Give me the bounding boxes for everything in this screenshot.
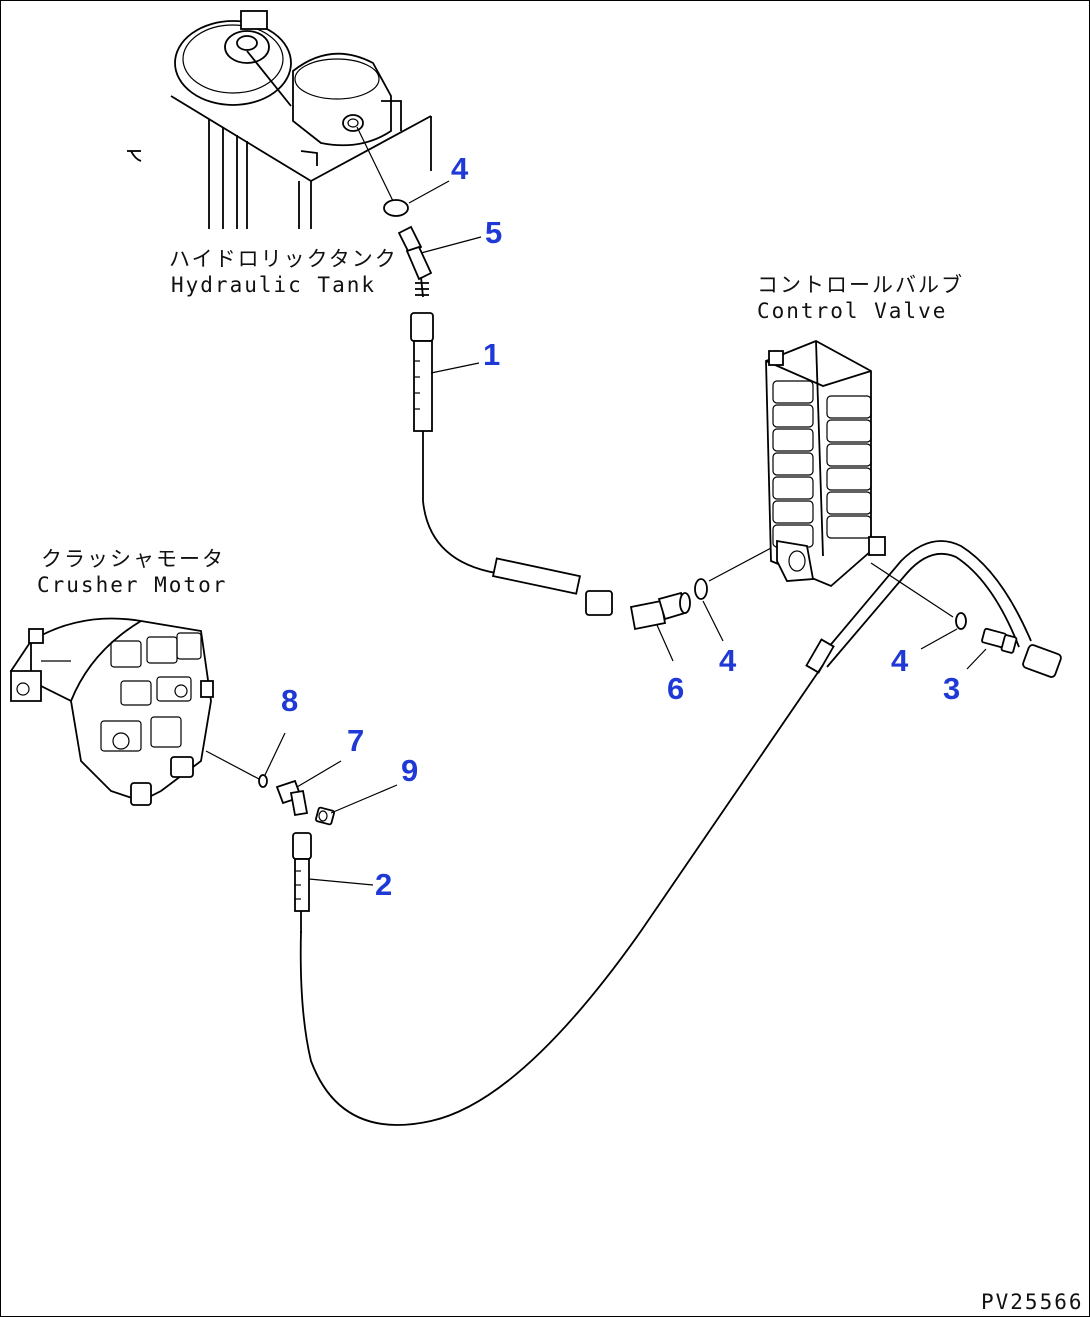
callout-5: 5 [485, 215, 502, 250]
plug-part-9 [315, 806, 335, 826]
drawing-code: PV25566 [981, 1290, 1084, 1314]
o-ring-part-4-top [383, 199, 409, 217]
o-ring-part-4-right [955, 612, 967, 630]
elbow-fitting-part-6 [629, 591, 691, 631]
elbow-fitting-part-5 [397, 225, 433, 298]
crusher-motor-label-jp: クラッシャモータ [41, 547, 225, 571]
elbow-fitting-part-7 [275, 779, 309, 817]
callout-2: 2 [375, 867, 392, 902]
callout-1: 1 [483, 337, 500, 372]
callout-6: 6 [667, 671, 684, 706]
fitting-part-3 [981, 627, 1018, 654]
control-valve-label-jp: コントロールバルブ [757, 273, 964, 297]
control-valve-label-en: Control Valve [757, 299, 947, 323]
crusher-motor-drawing [9, 617, 214, 806]
callout-8: 8 [281, 683, 298, 718]
callout-7: 7 [347, 723, 364, 758]
hose-part-1 [410, 312, 613, 616]
hydraulic-tank-drawing [127, 10, 432, 229]
hydraulic-tank-label-jp: ハイドロリックタンク [169, 247, 398, 271]
control-valve-drawing [765, 340, 886, 588]
callout-4-right: 4 [891, 643, 909, 678]
callout-4-tank: 4 [451, 151, 469, 186]
o-ring-part-4-valve [694, 578, 708, 600]
callout-9: 9 [401, 753, 418, 788]
hose-part-3 [805, 540, 1062, 678]
callout-4-valve: 4 [719, 643, 737, 678]
hydraulic-tank-label-en: Hydraulic Tank [171, 273, 376, 297]
callout-3: 3 [943, 671, 960, 706]
hose-part-2 [292, 832, 312, 933]
o-ring-part-8 [258, 774, 268, 788]
crusher-motor-label-en: Crusher Motor [37, 573, 227, 597]
